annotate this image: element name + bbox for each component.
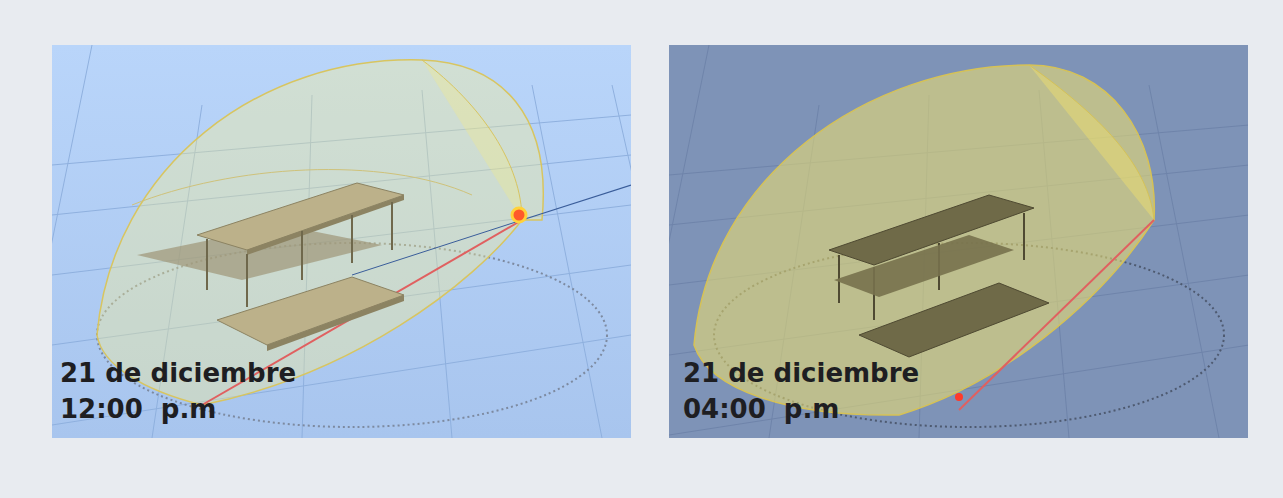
date-label: 21 de diciembre <box>60 356 296 390</box>
time-label: 12:00 p.m <box>60 392 216 426</box>
time-label: 04:00 p.m <box>683 392 839 426</box>
date-label: 21 de diciembre <box>683 356 919 390</box>
